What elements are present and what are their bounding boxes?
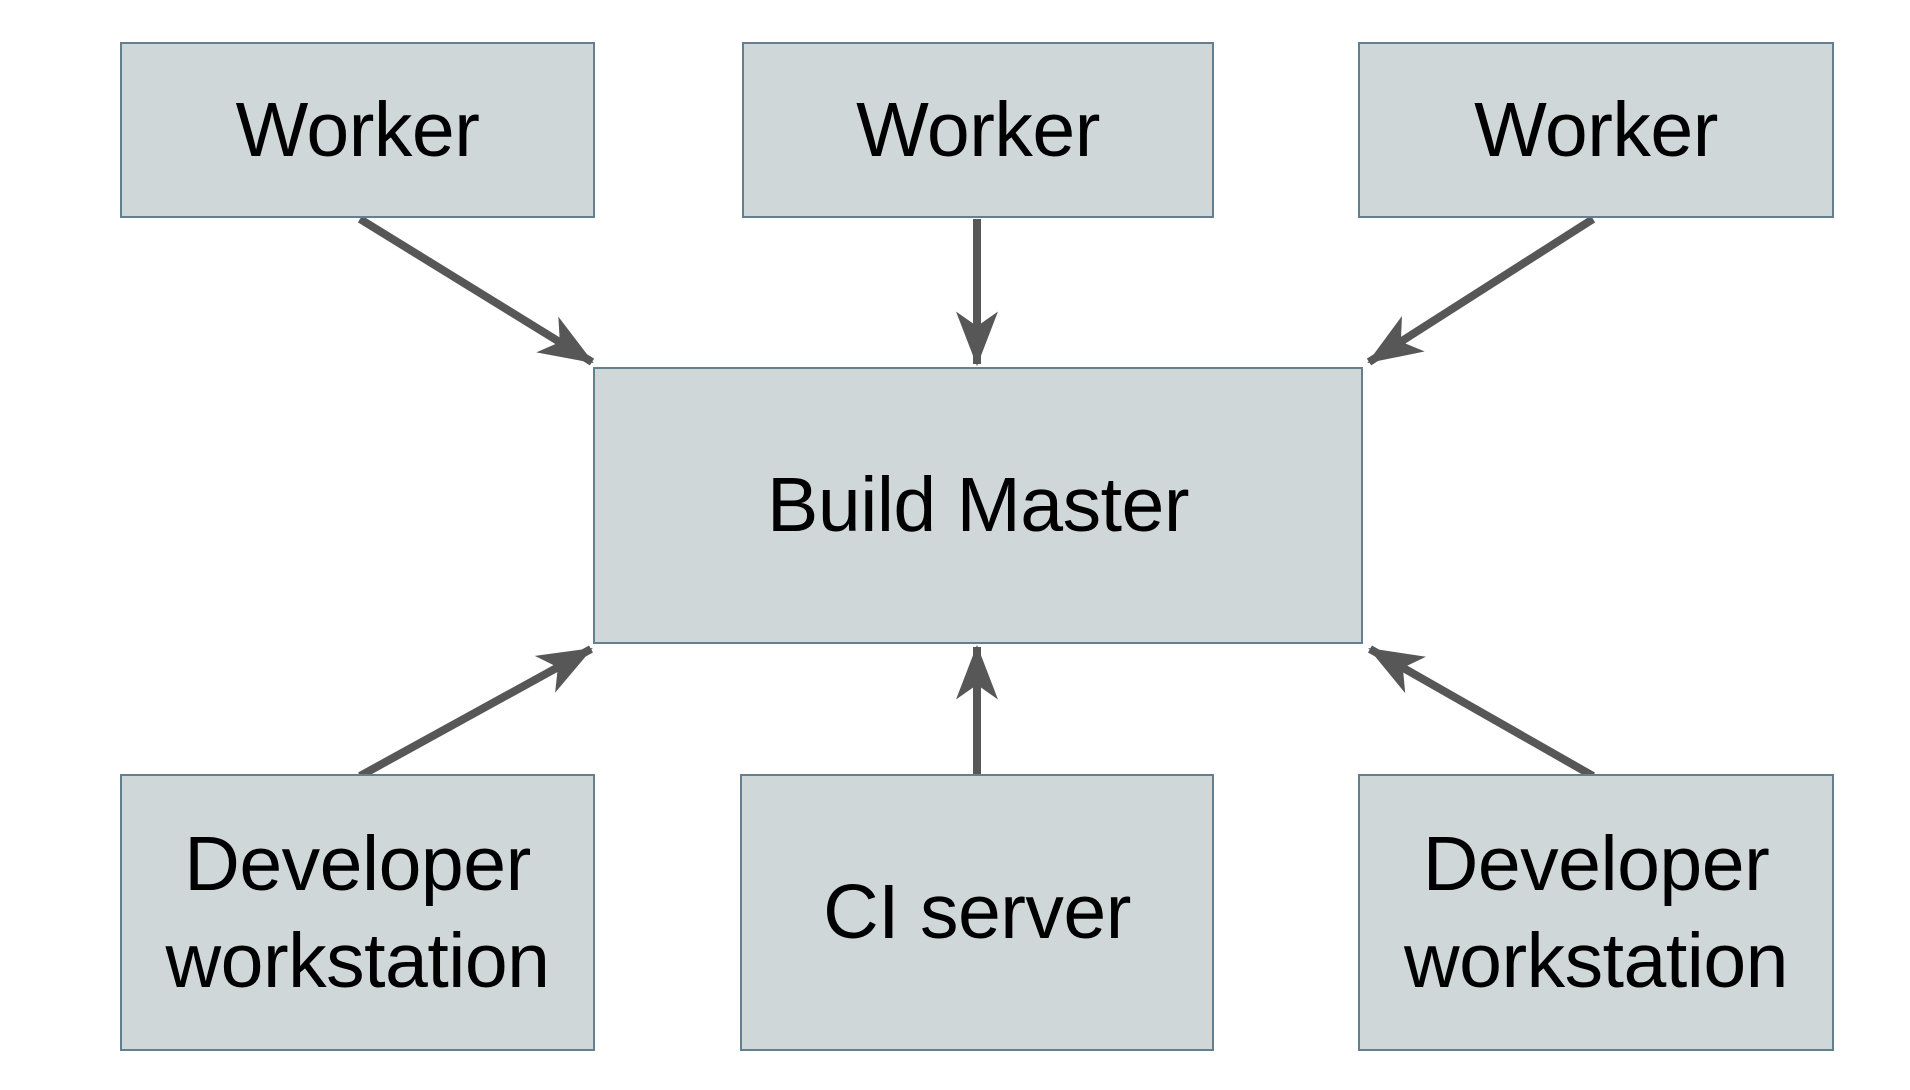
node-worker-right: Worker <box>1358 42 1834 218</box>
node-developer-workstation-right: Developer workstation <box>1358 774 1834 1051</box>
node-build-master: Build Master <box>593 367 1363 644</box>
edge-dev-left-to-build-master <box>358 645 593 780</box>
edge-worker-left-to-build-master <box>357 215 595 366</box>
node-worker-right-label: Worker <box>1474 86 1718 173</box>
node-worker-center-label: Worker <box>856 86 1100 173</box>
edge-dev-right-to-build-master <box>1368 645 1595 780</box>
node-worker-center: Worker <box>742 42 1214 218</box>
node-developer-workstation-right-label: Developer workstation <box>1404 820 1788 1004</box>
edge-worker-right-to-build-master <box>1366 215 1596 366</box>
node-ci-server: CI server <box>740 774 1214 1051</box>
node-developer-workstation-left-label: Developer workstation <box>165 820 550 1004</box>
node-developer-workstation-left: Developer workstation <box>120 774 595 1051</box>
node-worker-left: Worker <box>120 42 595 218</box>
node-worker-left-label: Worker <box>235 86 480 173</box>
node-ci-server-label: CI server <box>823 869 1131 955</box>
node-build-master-label: Build Master <box>767 462 1189 548</box>
